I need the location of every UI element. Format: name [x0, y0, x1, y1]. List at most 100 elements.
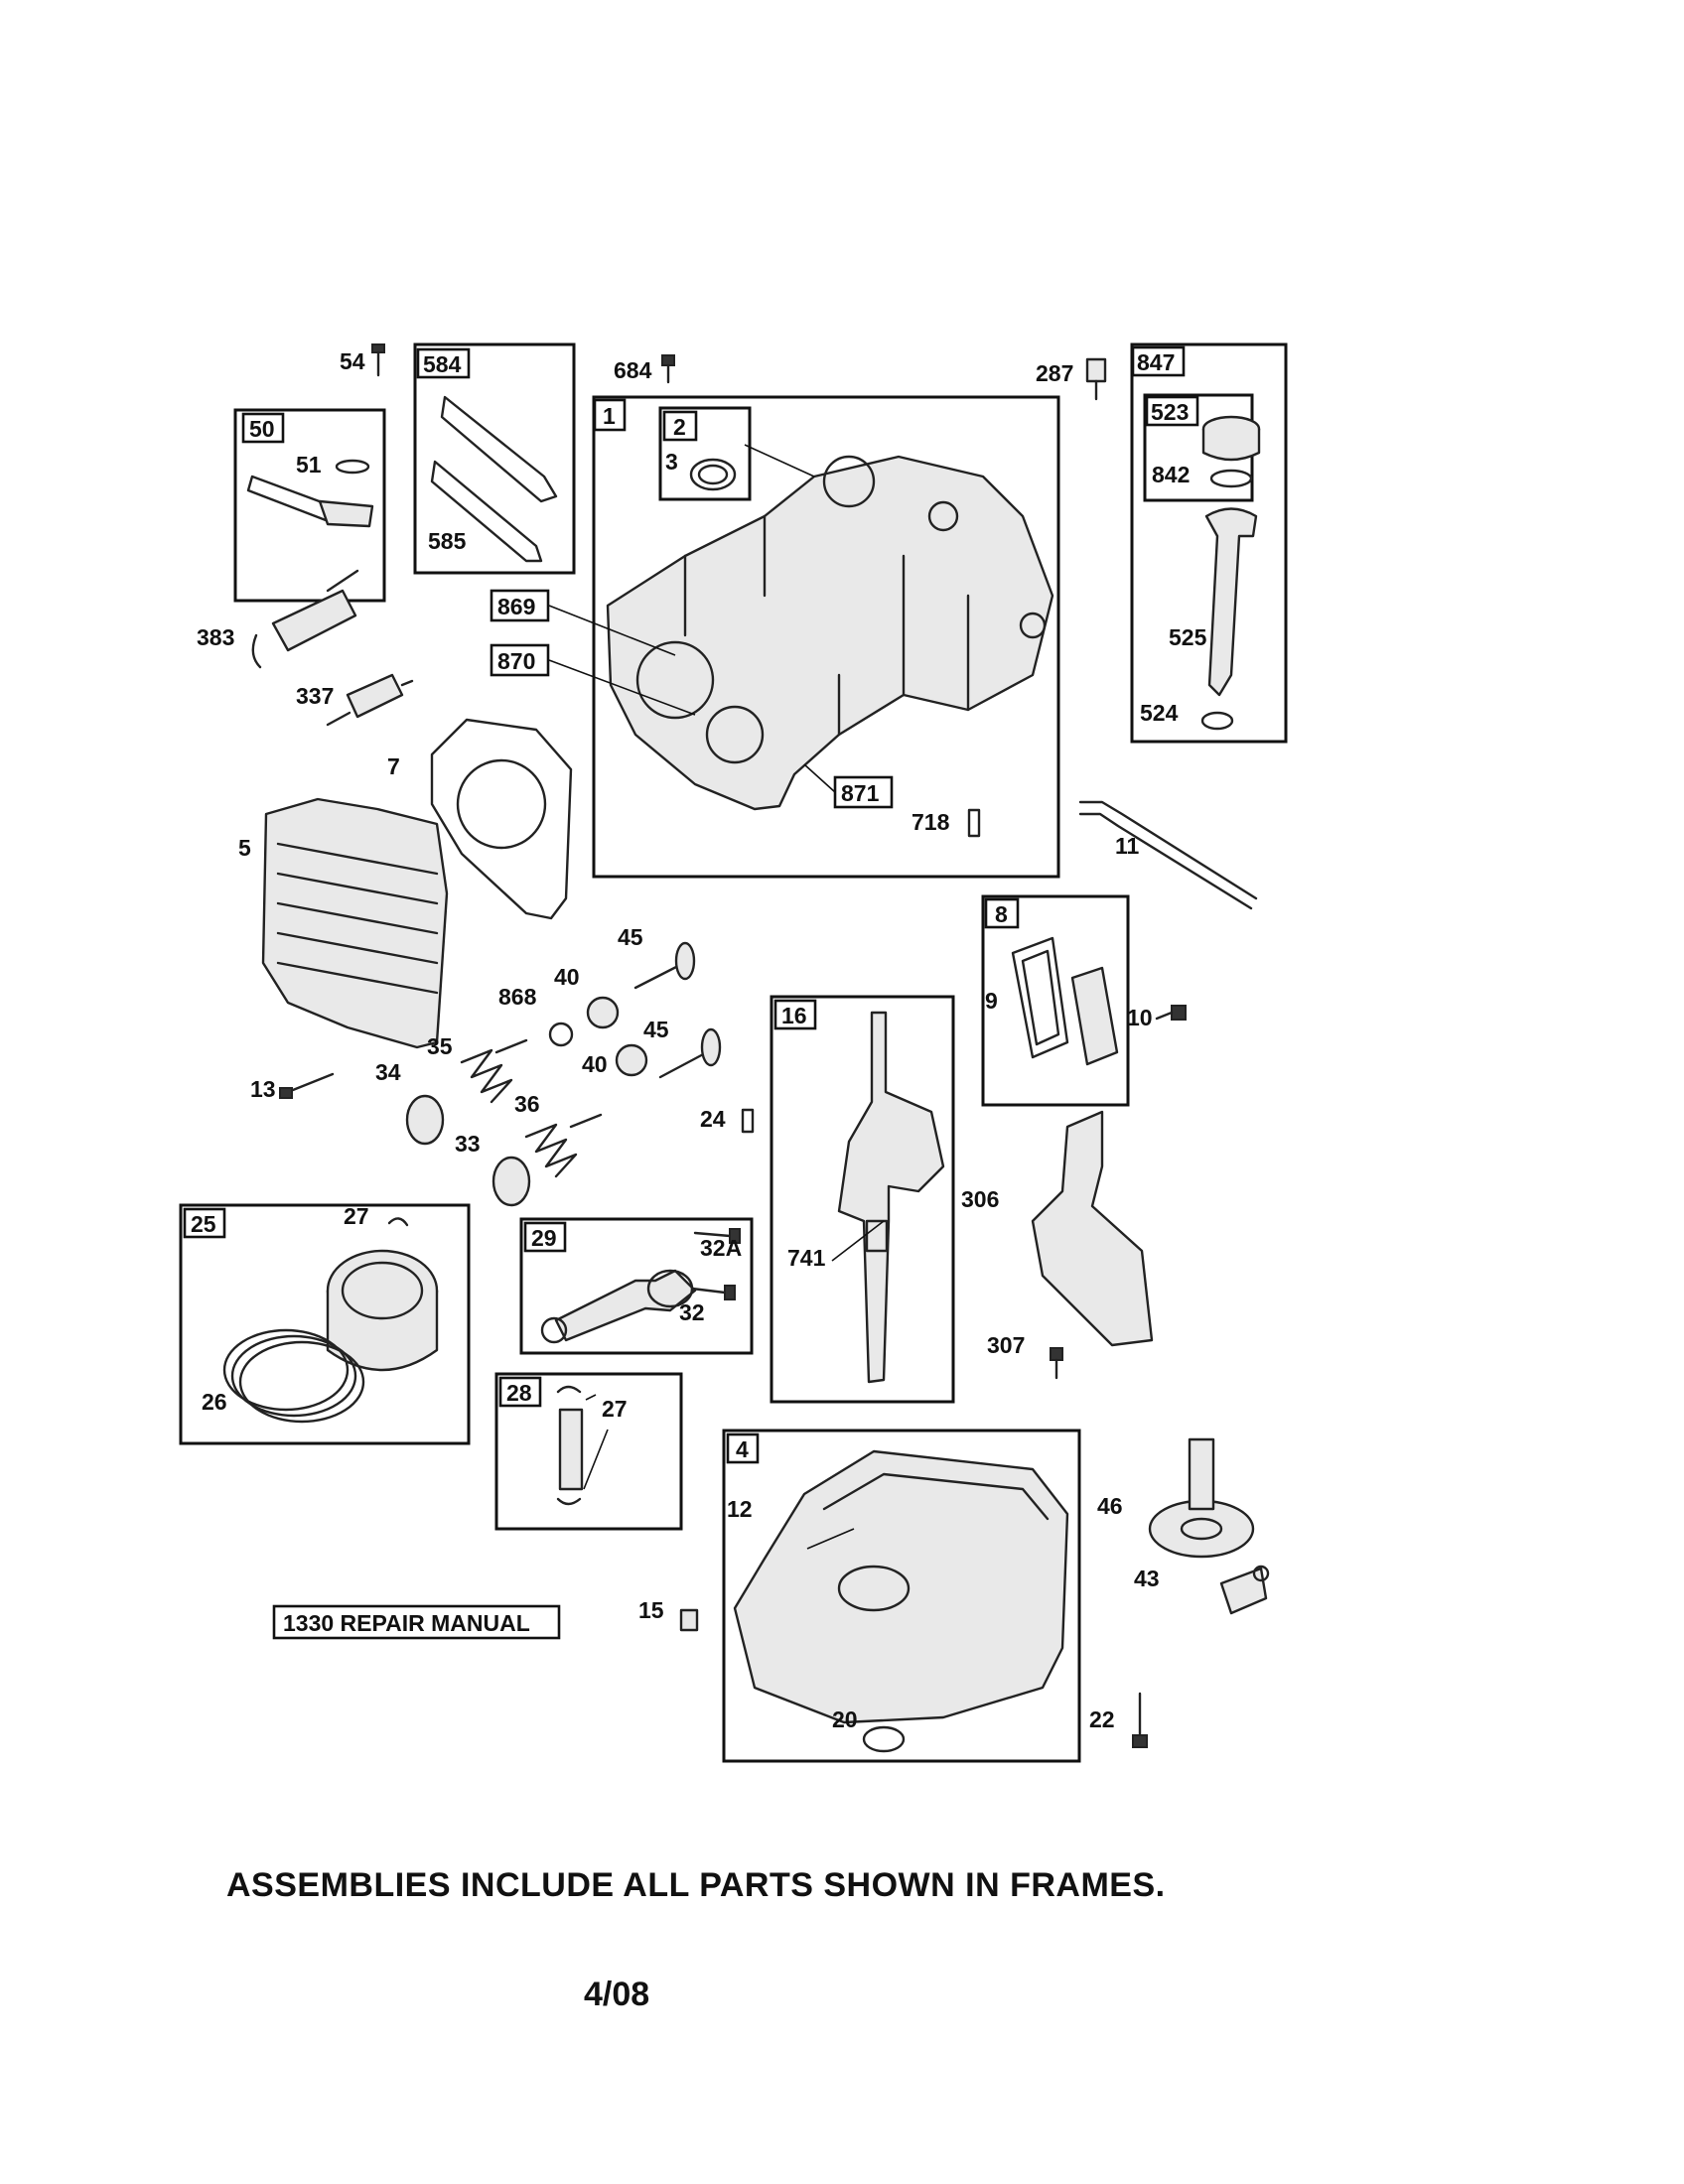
- gaskets-584: [430, 395, 558, 563]
- tag-50: 50: [241, 412, 285, 444]
- label-741: 741: [787, 1245, 826, 1271]
- frame-847: [1130, 342, 1288, 744]
- oil-fill-tube-847: [1200, 415, 1261, 731]
- pin-718: [967, 808, 981, 838]
- label-11: 11: [1115, 833, 1140, 859]
- label-35: 35: [427, 1033, 453, 1059]
- svg-text:50: 50: [249, 416, 275, 442]
- frame-25: [179, 1203, 471, 1445]
- seal-3: [689, 458, 737, 491]
- label-842: 842: [1152, 462, 1190, 487]
- label-32: 32: [679, 1299, 705, 1325]
- frame-28: [494, 1372, 683, 1531]
- label-5: 5: [238, 835, 251, 861]
- head-gasket-7: [430, 718, 573, 920]
- footer-note: ASSEMBLIES INCLUDE ALL PARTS SHOWN IN FR…: [226, 1866, 1166, 1904]
- air-guide-306: [1031, 1110, 1154, 1347]
- label-45-lower: 45: [643, 1017, 669, 1042]
- svg-text:870: 870: [497, 648, 535, 674]
- tag-4: 4: [726, 1433, 760, 1464]
- svg-text:869: 869: [497, 594, 535, 619]
- svg-text:4: 4: [736, 1436, 749, 1462]
- label-524: 524: [1140, 700, 1179, 726]
- frame-8: [981, 894, 1130, 1107]
- bolt-22: [1132, 1692, 1148, 1748]
- connecting-rod-29: [540, 1269, 697, 1344]
- plug-15: [679, 1608, 699, 1632]
- label-3: 3: [665, 449, 678, 475]
- frame-50: [233, 408, 386, 603]
- tag-847: 847: [1131, 345, 1186, 377]
- crankcase-1: [606, 455, 1054, 811]
- cover-8: [1070, 966, 1119, 1066]
- cylinder-head-5: [261, 797, 449, 1049]
- leader-lines: [548, 444, 885, 1550]
- svg-text:28: 28: [506, 1380, 532, 1406]
- tag-29: 29: [523, 1221, 567, 1253]
- date-code: 4/08: [584, 1976, 650, 2013]
- bolt-32: [690, 1285, 736, 1300]
- label-36: 36: [514, 1091, 540, 1117]
- label-306: 306: [961, 1186, 999, 1212]
- label-9: 9: [985, 988, 998, 1014]
- label-26: 26: [202, 1389, 227, 1415]
- label-337: 337: [296, 683, 334, 709]
- bolt-13: [279, 1072, 335, 1099]
- label-12: 12: [727, 1496, 753, 1522]
- label-718: 718: [912, 809, 950, 835]
- pin-24: [741, 1108, 755, 1134]
- label-27-upper: 27: [344, 1203, 369, 1229]
- valve-33: [491, 1156, 531, 1207]
- seal-40-lower: [615, 1043, 648, 1077]
- spark-plug-337: [326, 673, 414, 727]
- label-24: 24: [700, 1106, 726, 1132]
- frame-16: [770, 995, 955, 1404]
- camshaft-gear-46: [1148, 1437, 1255, 1559]
- valve-34: [405, 1094, 445, 1146]
- svg-text:25: 25: [191, 1211, 216, 1237]
- tag-2: 2: [662, 410, 698, 442]
- label-40-upper: 40: [554, 964, 580, 990]
- label-43: 43: [1134, 1566, 1160, 1591]
- frame-4: [722, 1429, 1081, 1763]
- tag-16: 16: [773, 999, 817, 1030]
- label-307: 307: [987, 1332, 1025, 1358]
- bolt-10: [1155, 1005, 1187, 1021]
- svg-text:523: 523: [1151, 399, 1189, 425]
- piston-25: [326, 1249, 439, 1372]
- label-15: 15: [638, 1597, 664, 1623]
- label-7: 7: [387, 753, 400, 779]
- label-27-lower: 27: [602, 1396, 628, 1422]
- label-54: 54: [340, 348, 365, 374]
- label-20: 20: [832, 1706, 858, 1732]
- tag-8: 8: [984, 897, 1020, 929]
- label-46: 46: [1097, 1493, 1123, 1519]
- svg-text:1330 REPAIR MANUAL: 1330 REPAIR MANUAL: [283, 1610, 530, 1636]
- plug-287: [1085, 357, 1107, 401]
- label-13: 13: [250, 1076, 276, 1102]
- tag-584: 584: [416, 347, 471, 379]
- dipstick-tube-11: [1078, 800, 1258, 910]
- repair-manual-box: 1330 REPAIR MANUAL: [272, 1604, 561, 1640]
- svg-text:8: 8: [995, 901, 1008, 927]
- label-45-upper: 45: [618, 924, 643, 950]
- gasket-9: [1011, 936, 1069, 1059]
- label-34: 34: [375, 1059, 401, 1085]
- label-33: 33: [455, 1131, 481, 1157]
- label-32a: 32A: [700, 1235, 742, 1261]
- spring-36: [524, 1113, 603, 1178]
- tag-523: 523: [1145, 395, 1199, 427]
- label-51: 51: [296, 452, 322, 478]
- valve-45-upper: [633, 941, 696, 990]
- seal-40-upper: [586, 996, 620, 1029]
- piston-pin-28: [556, 1385, 584, 1506]
- tag-869: 869: [490, 589, 550, 622]
- label-383: 383: [197, 624, 234, 650]
- svg-text:847: 847: [1137, 349, 1175, 375]
- frame-2: [658, 406, 752, 501]
- svg-text:29: 29: [531, 1225, 557, 1251]
- tappets-43: [1219, 1565, 1270, 1615]
- label-40-lower: 40: [582, 1051, 608, 1077]
- tag-1: 1: [593, 398, 627, 432]
- frame-584: [413, 342, 576, 575]
